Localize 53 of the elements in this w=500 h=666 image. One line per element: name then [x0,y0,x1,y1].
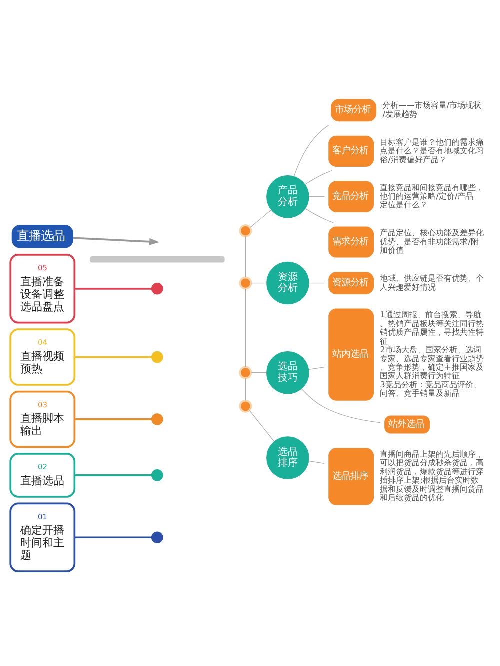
node-box: 市场分析 [331,98,376,122]
connector [74,474,152,476]
connector [305,208,334,223]
node-circle [151,469,164,481]
connector [251,372,268,373]
node-circle [239,399,252,412]
connector [250,209,272,228]
connector [245,288,246,368]
connector [74,356,152,358]
node-circle: 选品技巧 [266,350,310,394]
node-box: 直播选品 [12,224,74,248]
node-box: 站外选品 [384,415,430,434]
node-label: 目标客户是谁？他们的需求痛点是什么？是否有地域文化习俗/消费偏好产品？ [380,136,484,164]
connector [245,236,246,278]
node-circle: 资源分析 [266,261,310,304]
arrow [73,236,160,245]
connector [245,378,246,400]
connector [74,287,152,290]
connector [251,282,268,284]
node-label: 分析——市场容量/市场现状/发展趋势 [382,100,482,118]
node-circle [151,413,164,425]
node-label: 地域、供应链是否有优势、个人兴趣爱好情况 [380,272,484,292]
node-circle [151,282,164,294]
node-label: 产品定位、核心功能及差异化优势、是否有非功能需求/附加价值 [380,227,484,255]
connector [301,388,381,423]
connector [308,282,325,284]
node-circle: 选品排序 [266,436,310,479]
node-circle [239,224,252,238]
node-label: 直播间商品上架的先后顺序，可以把货品分成秒杀货品，高利润货品，爆款货品等进行穿插排序上架;根据后台实时数据和反馈及时调整直播间货品和后续货品的优化 [380,448,484,502]
node-label: 2市场大盘、国家分析、选词专家、选品专家查看行业趋势、竞争形势，确定主推国家及国家人群消费行为特征 [380,344,484,380]
connector [305,170,332,184]
connector [249,410,275,442]
connector [294,124,330,176]
node-circle [239,276,252,290]
connector [74,536,152,538]
node-box: 客户分析 [328,135,374,166]
node-circle [239,366,252,379]
node-circle [151,531,164,544]
node-circle: 产品分析 [266,174,310,218]
connector [308,366,325,370]
node-bar [90,256,225,262]
node-box: 需求分析 [328,226,374,258]
connector [308,460,325,464]
node-box: 选品排序 [328,448,374,505]
node-label: 3竞品分析：竞品商品评价、问答、竞手销量及新品 [380,378,482,398]
node-box: 站内选品 [328,308,374,400]
node-label: 直接竞品和间接竞品有哪些，他们的运营策略/定价/产品定位是什么？ [380,182,484,210]
connector [74,418,152,420]
node-box: 竞品分析 [328,180,374,212]
node-label: 1通过周报、前台搜索、导航、热销产品板块等关注同行热销优质产品属性，寻找共性特征 [380,309,484,346]
connector [308,196,325,197]
node-circle [151,350,164,363]
node-box: 资源分析 [328,272,374,294]
